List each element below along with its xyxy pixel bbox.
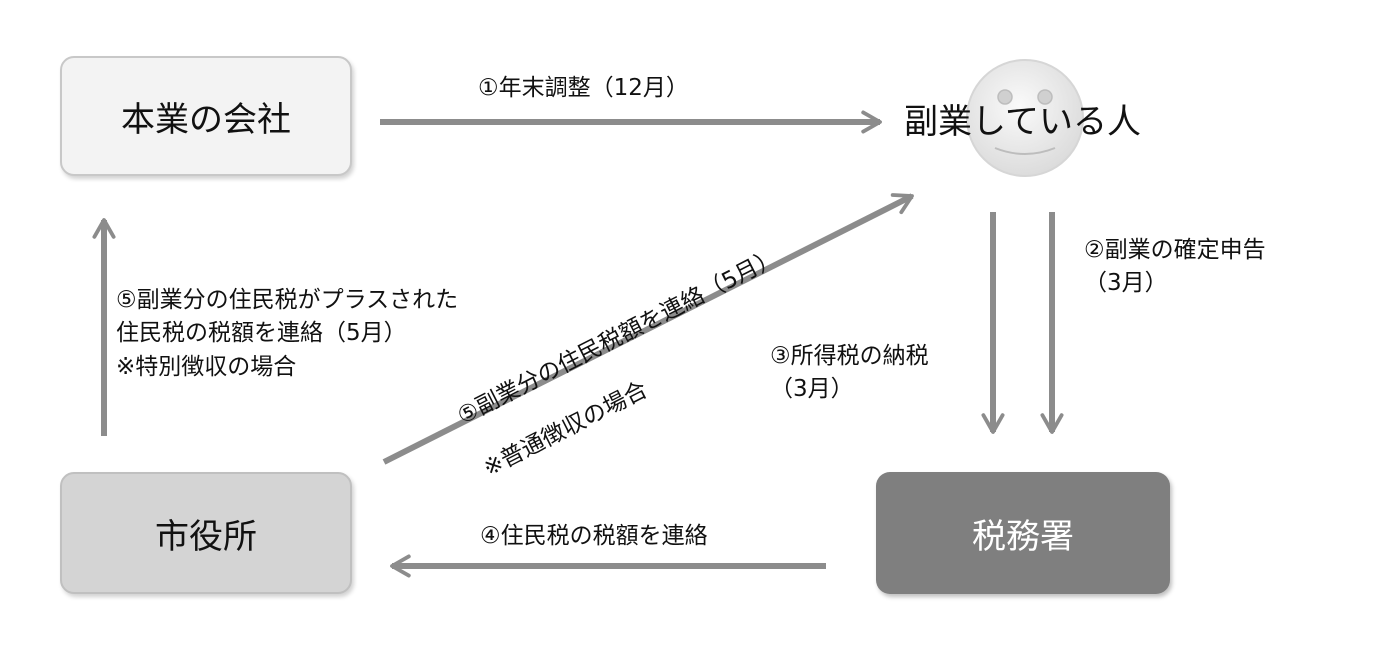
tax-office-box: 税務署 [876,472,1170,594]
city-office-label: 市役所 [155,516,257,557]
label-declaration: ②副業の確定申告 （3月） [1084,234,1266,301]
label-special-line1: ⑤副業分の住民税がプラスされた [116,287,459,313]
label-special-collection: ⑤副業分の住民税がプラスされた 住民税の税額を連絡（5月） ※特別徴収の場合 [116,284,458,384]
label-declaration-line2: （3月） [1084,270,1168,297]
label-income-tax-line1: ③所得税の納税 [770,343,929,369]
label-year-end: ①年末調整（12月） [478,75,689,101]
person-label: 副業している人 [904,102,1141,142]
city-office-box: 市役所 [60,472,352,594]
label-special-line3: ※特別徴収の場合 [116,353,297,380]
label-income-tax: ③所得税の納税 （3月） [770,340,929,407]
tax-office-label: 税務署 [972,516,1074,557]
person-face-icon [966,59,1084,177]
label-resident-notice: ④住民税の税額を連絡 [480,523,708,549]
label-income-tax-line2: （3月） [770,376,854,403]
label-special-line2: 住民税の税額を連絡（5月） [116,320,407,347]
arrow-ordinary-collection [382,193,914,465]
company-label: 本業の会社 [121,99,291,140]
company-box: 本業の会社 [60,56,352,176]
label-declaration-line1: ②副業の確定申告 [1084,237,1266,263]
